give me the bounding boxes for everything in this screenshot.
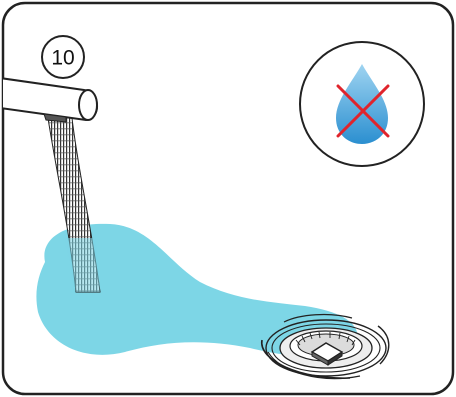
water-puddle [36, 223, 358, 357]
step-number: 10 [51, 47, 74, 70]
floor-drain-icon [261, 313, 390, 380]
no-water-drop-icon [299, 41, 425, 167]
faucet-spout-icon [3, 76, 98, 123]
step-number-badge: 10 [41, 35, 85, 79]
